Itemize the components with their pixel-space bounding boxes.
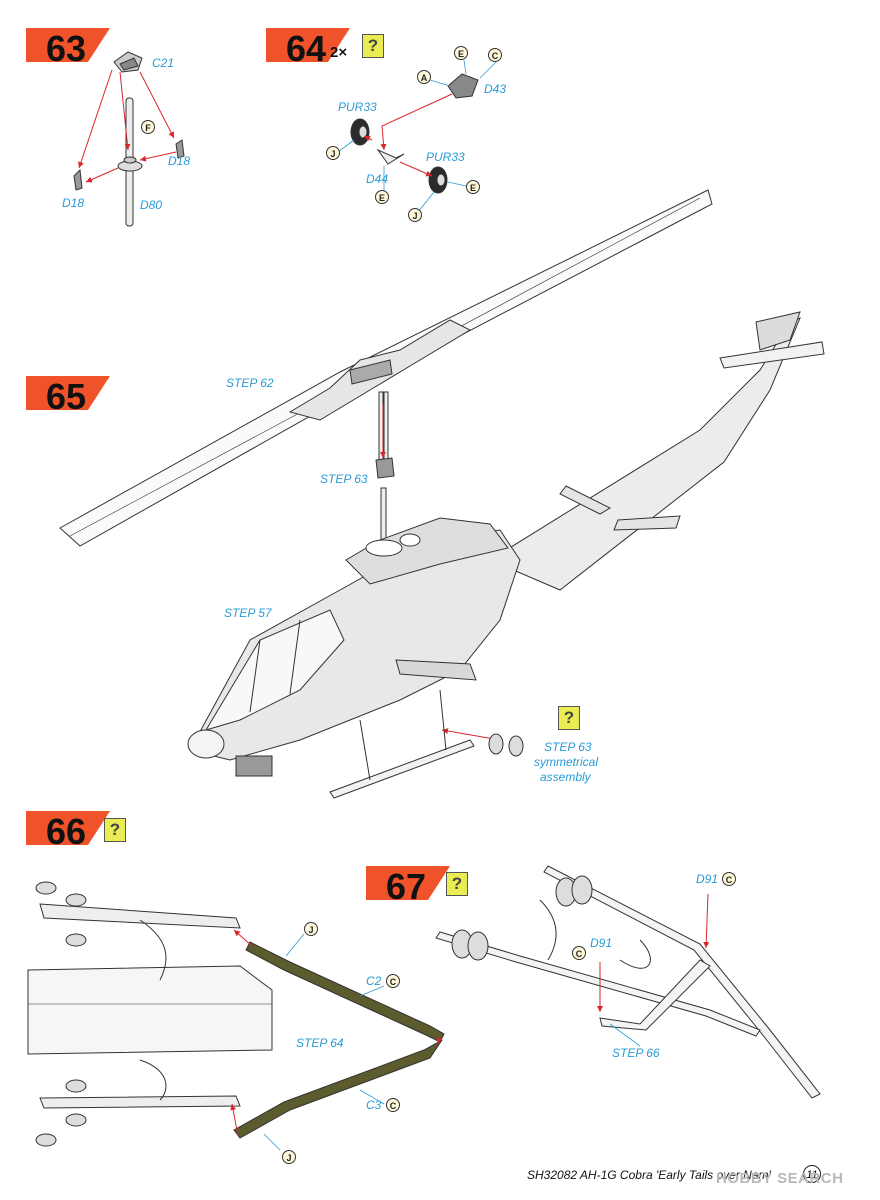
ref-step-66-label: STEP 66	[612, 1046, 660, 1060]
part-c3-label: C3	[366, 1098, 382, 1112]
ref-step-64-label: STEP 64	[296, 1036, 344, 1050]
step-64-arrows	[363, 93, 453, 177]
paint-code-j-left-icon: J	[326, 146, 340, 160]
ref-step-57-label: STEP 57	[224, 606, 272, 620]
paint-code-e-top-icon: E	[454, 46, 468, 60]
paint-code-f-icon: F	[141, 120, 155, 134]
paint-code-c-d91-mid-icon: C	[572, 946, 586, 960]
step-64-badge-shape	[266, 28, 350, 62]
ref-step-62-label: STEP 62	[226, 376, 274, 390]
step-66-badge-shape	[26, 811, 110, 845]
part-d91-top-label: D91	[696, 872, 719, 886]
helicopter-fuselage-drawing	[187, 311, 825, 799]
mast-assembly-drawing	[73, 51, 185, 227]
paint-code-c-c2-icon: C	[386, 974, 400, 988]
step-67-question-icon: ?	[446, 872, 468, 896]
ref-step-63-label: STEP 63	[320, 472, 368, 486]
step-67-leader-lines	[609, 1023, 641, 1047]
part-c2-label: C2	[366, 974, 382, 988]
main-rotor-blade-drawing	[59, 189, 713, 547]
ref-step-63-symmetrical-line2: symmetrical	[534, 755, 599, 769]
paint-code-c-d91-top-icon: C	[722, 872, 736, 886]
step-65-question-icon: ?	[558, 706, 580, 730]
part-d18-left-label: D18	[62, 196, 85, 210]
step-66-airframe-drawing	[27, 881, 273, 1147]
step-66-question-icon: ?	[104, 818, 126, 842]
step-64-multiplier: 2×	[330, 44, 348, 61]
page-number: 11	[803, 1165, 821, 1183]
watermark: HOBBY SEARCH	[716, 1170, 844, 1187]
step-63-badge-shape	[26, 28, 110, 62]
part-d80-label: D80	[140, 198, 163, 212]
footer-product-title: SH32082 AH-1G Cobra 'Early Tails over Na…	[527, 1168, 771, 1182]
wheel-assembly-drawing	[350, 73, 479, 194]
paint-code-j-strut-bottom-icon: J	[282, 1150, 296, 1164]
part-c21-label: C21	[152, 56, 175, 70]
part-pur33-bottom-label: PUR33	[426, 150, 465, 164]
step-65-number: 65	[46, 376, 87, 417]
step-64-question-icon: ?	[362, 34, 384, 58]
ref-step-63-symmetrical-line3: assembly	[540, 770, 591, 784]
step-67-number: 67	[386, 866, 427, 907]
ref-step-63-symmetrical-line1: STEP 63	[544, 740, 592, 754]
part-pur33-top-label: PUR33	[338, 100, 377, 114]
paint-code-a-icon: A	[417, 70, 431, 84]
paint-code-e-left-icon: E	[375, 190, 389, 204]
step-66-arrows	[230, 929, 443, 1137]
step-67-badge-shape	[366, 866, 450, 900]
paint-code-c-icon: C	[488, 48, 502, 62]
step-63-arrows	[78, 69, 177, 183]
part-d44-label: D44	[366, 172, 389, 186]
rotor-mast-drawing	[375, 391, 395, 545]
paint-code-j-strut-top-icon: J	[304, 922, 318, 936]
part-d43-label: D43	[484, 82, 507, 96]
paint-code-e-right-icon: E	[466, 180, 480, 194]
paint-code-c-c3-icon: C	[386, 1098, 400, 1112]
step-67-skid-drawing	[435, 865, 821, 1099]
step-67-arrows	[597, 893, 710, 1012]
part-d18-right-label: D18	[168, 154, 191, 168]
step-65-badge-shape	[26, 376, 110, 410]
step-66-number: 66	[46, 811, 87, 852]
step-63-number: 63	[46, 28, 87, 69]
paint-code-j-bottom-icon: J	[408, 208, 422, 222]
step-64-number: 64	[286, 28, 327, 69]
part-d91-mid-label: D91	[590, 936, 613, 950]
step-66-leader-lines	[263, 933, 385, 1151]
